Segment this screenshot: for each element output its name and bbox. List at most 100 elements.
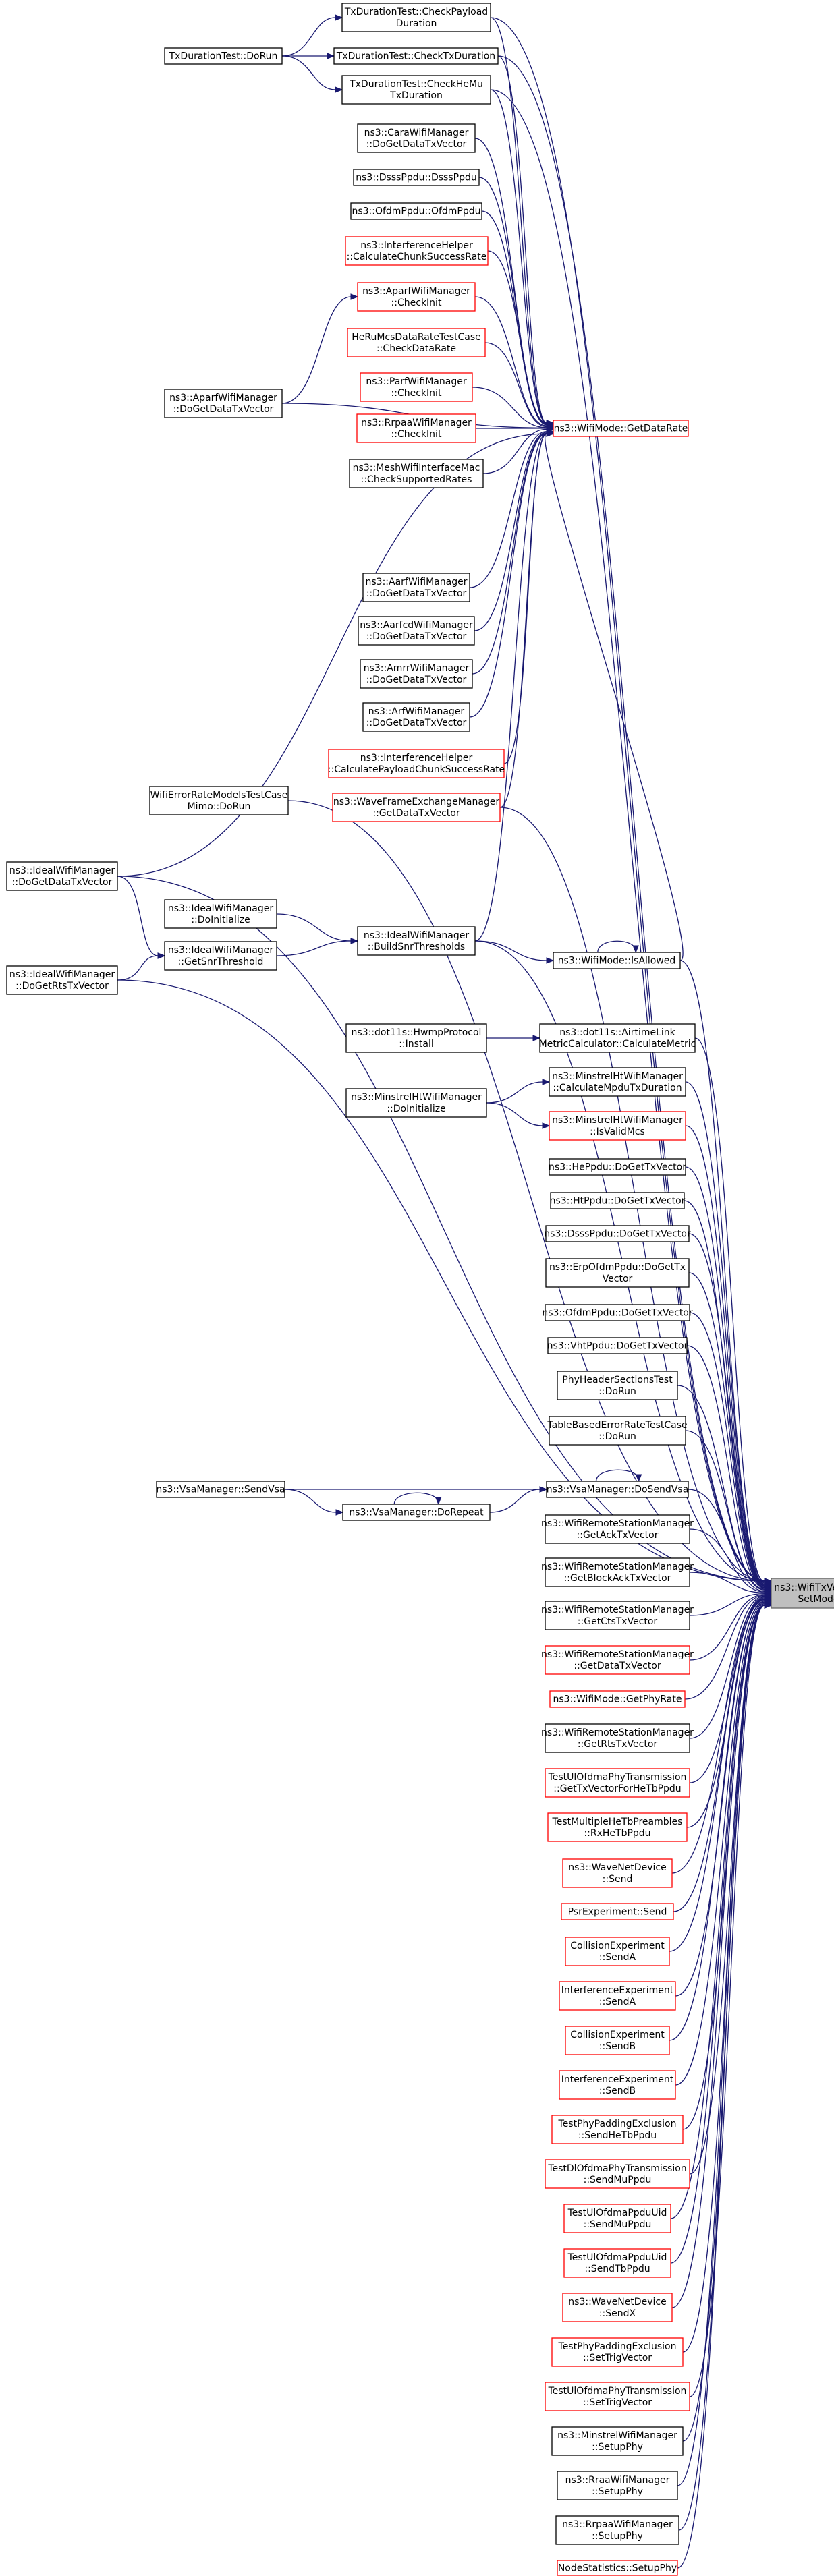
node-aparf_check[interactable]: ns3::AparfWifiManager::CheckInit — [357, 282, 476, 312]
node-tablebased[interactable]: TableBasedErrorRateTestCase::DoRun — [547, 1416, 688, 1446]
node-interf_sendb[interactable]: InterferenceExperiment::SendB — [559, 2070, 676, 2100]
node-box[interactable] — [545, 1514, 690, 1544]
node-ofdm_ppdu[interactable]: ns3::OfdmPpdu::OfdmPpdu — [350, 202, 482, 220]
node-rrpaa_check[interactable]: ns3::RrpaaWifiManager::CheckInit — [356, 413, 476, 443]
node-ofdm_dgt[interactable]: ns3::OfdmPpdu::DoGetTxVector — [542, 1304, 693, 1321]
node-box[interactable] — [345, 1088, 487, 1118]
node-box[interactable] — [551, 2426, 684, 2456]
node-box[interactable] — [356, 413, 476, 443]
node-dorun_tx[interactable]: TxDurationTest::DoRun — [164, 47, 283, 65]
node-box[interactable] — [360, 372, 473, 402]
node-box[interactable] — [332, 793, 501, 822]
node-pad_sendhetb[interactable]: TestPhyPaddingExclusion::SendHeTbPpdu — [551, 2115, 684, 2144]
node-interf_senda[interactable]: InterferenceExperiment::SendA — [559, 1981, 676, 2011]
node-box[interactable] — [545, 1768, 690, 1798]
node-box[interactable] — [561, 1903, 674, 1920]
node-box[interactable] — [565, 1937, 670, 1966]
node-wfe[interactable]: ns3::WaveFrameExchangeManager::GetDataTx… — [332, 793, 501, 822]
node-ideal_snr[interactable]: ns3::IdealWifiManager::GetSnrThreshold — [164, 941, 277, 971]
node-box[interactable] — [362, 573, 470, 602]
node-box[interactable] — [357, 282, 476, 312]
node-minstrel_valid[interactable]: ns3::MinstrelHtWifiManager::IsValidMcs — [549, 1111, 686, 1141]
node-box[interactable] — [563, 2248, 671, 2278]
node-mesh[interactable]: ns3::MeshWifiInterfaceMac::CheckSupporte… — [349, 459, 484, 488]
node-box[interactable] — [164, 941, 277, 971]
node-chunk_succ[interactable]: ns3::InterferenceHelper::CalculateChunkS… — [345, 236, 489, 266]
node-wave_sendx[interactable]: ns3::WaveNetDevice::SendX — [562, 2293, 673, 2322]
node-box[interactable] — [545, 2159, 690, 2189]
node-rsm_blockack[interactable]: ns3::WifiRemoteStationManager::GetBlockA… — [541, 1557, 694, 1587]
node-box[interactable] — [545, 1225, 690, 1242]
node-airtime[interactable]: ns3::dot11s::AirtimeLinkMetricCalculator… — [539, 1023, 696, 1053]
node-box[interactable] — [549, 1111, 686, 1141]
node-box[interactable] — [149, 786, 289, 815]
node-box[interactable] — [545, 1723, 690, 1753]
node-box[interactable] — [6, 965, 118, 995]
node-hwmp[interactable]: ns3::dot11s::HwmpProtocol::Install — [345, 1023, 487, 1053]
node-box[interactable] — [559, 1981, 676, 2011]
node-aarfcd[interactable]: ns3::AarfcdWifiManager::DoGetDataTxVecto… — [358, 616, 475, 646]
node-box[interactable] — [553, 952, 681, 969]
node-box[interactable] — [539, 1023, 696, 1053]
node-box[interactable] — [341, 75, 491, 105]
node-box[interactable] — [545, 2382, 690, 2411]
node-vsa_send[interactable]: ns3::VsaManager::SendVsa — [156, 1481, 285, 1498]
node-dl_sendmu[interactable]: TestDlOfdmaPhyTransmission::SendMuPpdu — [545, 2159, 690, 2189]
node-box[interactable] — [549, 1690, 686, 1708]
node-box[interactable] — [545, 1304, 690, 1321]
node-box[interactable] — [6, 861, 118, 891]
node-ideal_dgd[interactable]: ns3::IdealWifiManager::DoGetDataTxVector — [6, 861, 118, 891]
node-box[interactable] — [357, 926, 476, 956]
node-box[interactable] — [547, 1812, 688, 1842]
node-box[interactable] — [547, 1337, 688, 1354]
node-box[interactable] — [341, 3, 491, 32]
node-erp[interactable]: ns3::ErpOfdmPpdu::DoGetTxVector — [545, 1258, 690, 1288]
node-box[interactable] — [559, 2070, 676, 2100]
node-cara[interactable]: ns3::CaraWifiManager::DoGetDataTxVector — [357, 123, 476, 153]
node-coll_senda[interactable]: CollisionExperiment::SendA — [565, 1937, 670, 1966]
node-box[interactable] — [562, 1858, 673, 1888]
node-multi_he[interactable]: TestMultipleHeTbPreambles::RxHeTbPpdu — [547, 1812, 688, 1842]
node-box[interactable] — [549, 1158, 686, 1176]
node-box[interactable] — [358, 616, 475, 646]
node-rsm_cts[interactable]: ns3::WifiRemoteStationManager::GetCtsTxV… — [541, 1601, 694, 1630]
node-rsm_rts[interactable]: ns3::WifiRemoteStationManager::GetRtsTxV… — [541, 1723, 694, 1753]
node-uid_sendtb[interactable]: TestUlOfdmaPpduUid::SendTbPpdu — [563, 2248, 671, 2278]
node-amrr[interactable]: ns3::AmrrWifiManager::DoGetDataTxVector — [360, 659, 473, 689]
node-rraa_setup[interactable]: ns3::RraaWifiManager::SetupPhy — [557, 2471, 678, 2500]
node-box[interactable] — [550, 1192, 685, 1209]
node-box[interactable] — [771, 1578, 834, 1609]
node-box[interactable] — [555, 2515, 679, 2545]
node-box[interactable] — [557, 2560, 678, 2576]
node-vsa_repeat[interactable]: ns3::VsaManager::DoRepeat — [342, 1504, 491, 1521]
node-dsss_dgt[interactable]: ns3::DsssPpdu::DoGetTxVector — [544, 1225, 691, 1242]
node-box[interactable] — [357, 123, 476, 153]
node-box[interactable] — [350, 202, 482, 220]
node-box[interactable] — [549, 1067, 686, 1097]
node-box[interactable] — [551, 2115, 684, 2144]
node-box[interactable] — [545, 1258, 690, 1288]
node-he_ppdu[interactable]: ns3::HePpdu::DoGetTxVector — [549, 1158, 686, 1176]
node-box[interactable] — [360, 659, 473, 689]
node-minstrel_setup[interactable]: ns3::MinstrelWifiManager::SetupPhy — [551, 2426, 684, 2456]
node-nodestats[interactable]: NodeStatistics::SetupPhy — [557, 2560, 678, 2576]
node-coll_sendb[interactable]: CollisionExperiment::SendB — [565, 2026, 670, 2055]
node-box[interactable] — [328, 749, 505, 778]
node-arf[interactable]: ns3::ArfWifiManager::DoGetDataTxVector — [362, 702, 470, 732]
node-box[interactable] — [549, 1416, 686, 1446]
node-box[interactable] — [347, 328, 486, 357]
node-box[interactable] — [565, 2026, 670, 2055]
node-box[interactable] — [563, 2204, 671, 2233]
node-dsss_ppdu[interactable]: ns3::DsssPpdu::DsssPpdu — [353, 169, 480, 186]
node-box[interactable] — [553, 420, 689, 437]
node-box[interactable] — [345, 236, 489, 266]
node-rsm_data[interactable]: ns3::WifiRemoteStationManager::GetDataTx… — [541, 1645, 694, 1675]
node-box[interactable] — [557, 2471, 678, 2500]
node-minstrel_init[interactable]: ns3::MinstrelHtWifiManager::DoInitialize — [345, 1088, 487, 1118]
node-box[interactable] — [345, 1023, 487, 1053]
node-box[interactable] — [546, 1481, 689, 1498]
node-ul_settrig[interactable]: TestUlOfdmaPhyTransmission::SetTrigVecto… — [545, 2382, 690, 2411]
node-getdatarate[interactable]: ns3::WifiMode::GetDataRate — [553, 420, 689, 437]
